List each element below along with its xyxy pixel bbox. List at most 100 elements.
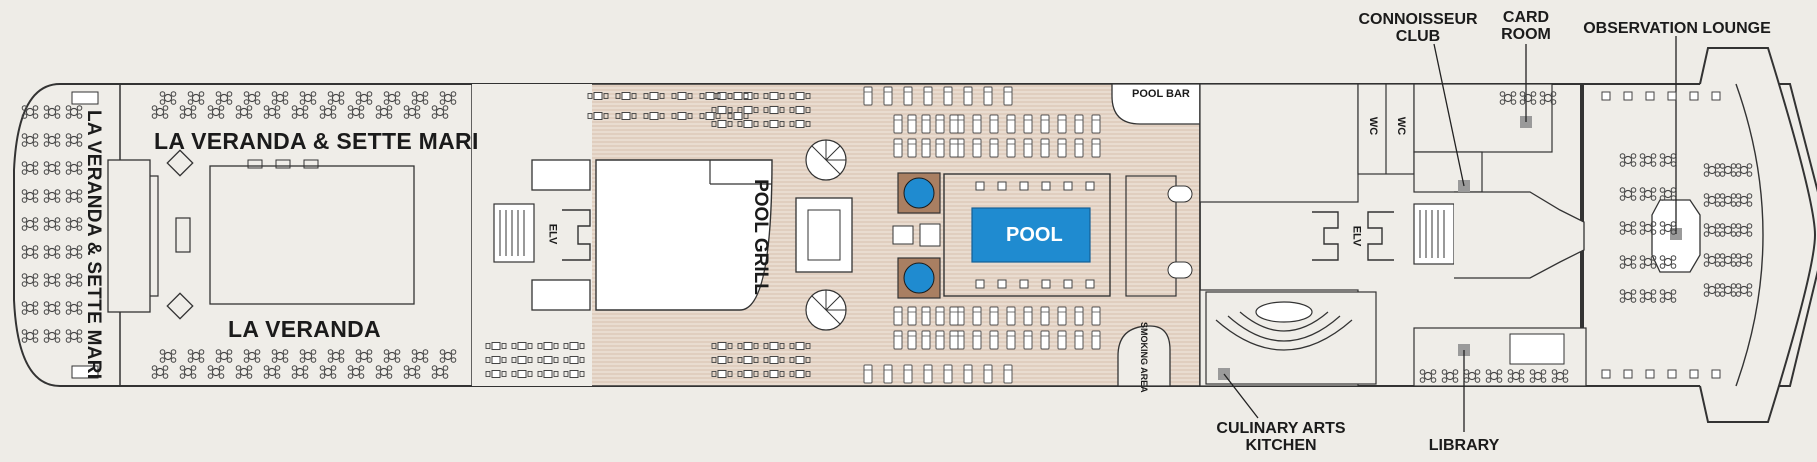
lounge-chair (1645, 369, 1655, 379)
lounge-chair (1601, 369, 1611, 379)
sun-lounger (949, 330, 959, 350)
sun-lounger (1091, 138, 1101, 158)
lounge-chair (1667, 91, 1677, 101)
sun-lounger (963, 364, 973, 384)
label-elv-fwd: ELV (1350, 225, 1363, 247)
pool-chair (975, 181, 985, 191)
label-library: LIBRARY (1428, 437, 1500, 454)
label-culinary-arts-kitchen: CULINARY ARTS KITCHEN (1216, 420, 1346, 454)
sun-lounger (907, 306, 917, 326)
sun-lounger (1040, 114, 1050, 134)
sun-lounger (1057, 306, 1067, 326)
sun-lounger (949, 306, 959, 326)
sun-lounger (1057, 114, 1067, 134)
lounge-chair (1601, 91, 1611, 101)
sun-lounger (903, 364, 913, 384)
pool-chair (997, 181, 1007, 191)
sun-lounger (923, 364, 933, 384)
spiral-stair-icon (805, 289, 847, 331)
lounge-chair (1689, 369, 1699, 379)
stairs-icon (1413, 203, 1455, 265)
label-smoking-area: SMOKING AREA (1139, 322, 1149, 393)
label-elv-aft: ELV (546, 223, 559, 245)
pool-chair (997, 279, 1007, 289)
bow-cap (1699, 47, 1817, 423)
sun-lounger (1040, 306, 1050, 326)
sun-lounger (1006, 330, 1016, 350)
sun-lounger (863, 364, 873, 384)
label-observation-lounge: OBSERVATION LOUNGE (1583, 20, 1771, 37)
sun-lounger (1074, 138, 1084, 158)
sun-lounger (972, 138, 982, 158)
sun-lounger (1074, 306, 1084, 326)
pool-chair (1019, 181, 1029, 191)
pool-chair (1085, 181, 1095, 191)
sun-lounger (972, 114, 982, 134)
sun-lounger (972, 330, 982, 350)
label-la-veranda-sette-mari: LA VERANDA & SETTE MARI (154, 128, 479, 154)
sun-lounger (863, 86, 873, 106)
pool-chair (975, 279, 985, 289)
pool-chair (1041, 181, 1051, 191)
stairs-icon (493, 203, 535, 263)
sun-lounger (893, 114, 903, 134)
sun-lounger (1074, 330, 1084, 350)
label-card-room: CARD ROOM (1501, 9, 1551, 43)
sun-lounger (943, 364, 953, 384)
sun-lounger (935, 330, 945, 350)
buffet-island (209, 165, 415, 305)
pool-chair (1063, 279, 1073, 289)
sun-lounger (1091, 114, 1101, 134)
sun-lounger (989, 306, 999, 326)
pool-bar-counter (1111, 83, 1201, 125)
sun-lounger (1091, 306, 1101, 326)
sun-lounger (949, 138, 959, 158)
sun-lounger (983, 86, 993, 106)
label-la-veranda-sette-mari-vertical: LA VERANDA & SETTE MARI (83, 110, 104, 380)
sun-lounger (949, 114, 959, 134)
elevator-icon (1312, 211, 1394, 261)
sun-lounger (963, 86, 973, 106)
sun-lounger (1023, 138, 1033, 158)
sun-lounger (989, 114, 999, 134)
sun-lounger (1057, 330, 1067, 350)
sun-lounger (989, 330, 999, 350)
pool-chair (1041, 279, 1051, 289)
sun-lounger (1040, 330, 1050, 350)
sun-lounger (893, 306, 903, 326)
sun-lounger (921, 138, 931, 158)
sun-lounger (1006, 114, 1016, 134)
label-pool: POOL (1006, 224, 1063, 246)
sun-lounger (1091, 330, 1101, 350)
sun-lounger (1023, 306, 1033, 326)
label-pool-grill: POOL GRILL (750, 179, 771, 295)
pool-grill-structure (595, 159, 773, 311)
sun-lounger (935, 114, 945, 134)
lounge-chair (1645, 91, 1655, 101)
lounge-chair (1711, 369, 1721, 379)
pool-water (971, 207, 1091, 263)
sun-lounger (935, 306, 945, 326)
label-wc-1: WC (1367, 116, 1380, 136)
sun-lounger (907, 138, 917, 158)
sun-lounger (921, 114, 931, 134)
sun-lounger (989, 138, 999, 158)
sun-lounger (1023, 114, 1033, 134)
sun-lounger (1003, 364, 1013, 384)
label-la-veranda: LA VERANDA (228, 316, 381, 342)
label-connoisseur-club: CONNOISSEUR CLUB (1358, 11, 1478, 45)
sun-lounger (903, 86, 913, 106)
sun-lounger (907, 330, 917, 350)
sun-lounger (943, 86, 953, 106)
label-pool-bar: POOL BAR (1132, 88, 1190, 100)
spiral-stair-icon (805, 139, 847, 181)
pool-chair (1085, 279, 1095, 289)
sun-lounger (1074, 114, 1084, 134)
sun-lounger (1003, 86, 1013, 106)
pool-chair (1063, 181, 1073, 191)
lounge-chair (1667, 369, 1677, 379)
sun-lounger (935, 138, 945, 158)
sun-lounger (921, 306, 931, 326)
sun-lounger (972, 306, 982, 326)
